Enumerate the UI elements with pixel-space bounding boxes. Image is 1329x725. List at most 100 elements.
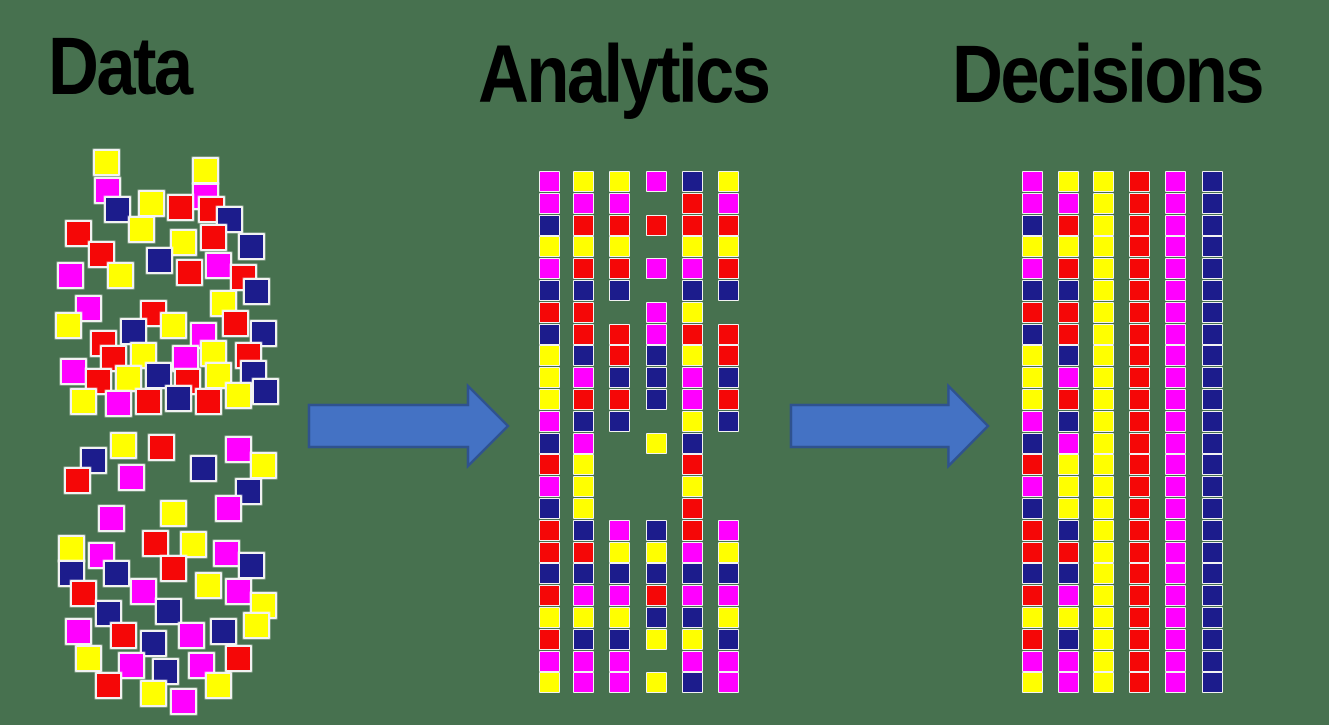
decisions-square bbox=[1022, 519, 1043, 541]
decisions-square bbox=[1093, 585, 1114, 607]
analytics-square bbox=[539, 454, 560, 476]
analytics-square bbox=[682, 345, 703, 367]
analytics-square bbox=[718, 280, 739, 301]
decisions-square bbox=[1022, 454, 1043, 476]
decisions-square bbox=[1129, 476, 1150, 498]
data-square bbox=[252, 378, 279, 405]
data-square bbox=[167, 194, 194, 221]
decisions-square bbox=[1093, 672, 1114, 694]
analytics-square bbox=[609, 607, 630, 628]
analytics-square bbox=[682, 476, 703, 498]
decisions-square bbox=[1093, 498, 1114, 519]
decisions-square bbox=[1058, 585, 1079, 607]
analytics-square bbox=[682, 367, 703, 389]
decisions-square bbox=[1165, 476, 1186, 498]
analytics-square bbox=[609, 367, 630, 389]
decisions-square bbox=[1022, 672, 1043, 694]
decisions-square bbox=[1129, 171, 1150, 192]
decisions-square bbox=[1022, 650, 1043, 672]
analytics-square bbox=[609, 214, 630, 236]
data-square bbox=[225, 645, 252, 672]
data-square bbox=[178, 622, 205, 649]
analytics-square bbox=[646, 628, 667, 650]
decisions-square bbox=[1202, 432, 1223, 454]
analytics-square bbox=[573, 672, 594, 694]
decisions-square bbox=[1129, 607, 1150, 628]
decisions-square bbox=[1058, 258, 1079, 280]
analytics-square bbox=[682, 389, 703, 410]
data-square bbox=[75, 645, 102, 672]
decisions-square bbox=[1058, 280, 1079, 301]
decisions-square bbox=[1058, 498, 1079, 519]
decisions-square bbox=[1202, 585, 1223, 607]
analytics-square bbox=[539, 192, 560, 214]
analytics-square bbox=[682, 585, 703, 607]
analytics-square bbox=[573, 432, 594, 454]
analytics-square bbox=[718, 236, 739, 258]
decisions-square bbox=[1093, 367, 1114, 389]
analytics-square bbox=[539, 519, 560, 541]
decisions-square bbox=[1093, 563, 1114, 585]
decisions-square bbox=[1202, 389, 1223, 410]
analytics-square bbox=[682, 541, 703, 563]
decisions-square bbox=[1129, 585, 1150, 607]
analytics-square bbox=[718, 171, 739, 192]
decisions-square bbox=[1058, 214, 1079, 236]
decisions-square bbox=[1058, 650, 1079, 672]
data-square bbox=[238, 233, 265, 260]
analytics-square bbox=[609, 258, 630, 280]
decisions-square bbox=[1129, 192, 1150, 214]
decisions-square bbox=[1093, 476, 1114, 498]
data-square bbox=[110, 622, 137, 649]
decisions-square bbox=[1165, 389, 1186, 410]
decisions-square bbox=[1202, 563, 1223, 585]
analytics-square bbox=[718, 519, 739, 541]
analytics-square bbox=[573, 171, 594, 192]
analytics-square bbox=[539, 476, 560, 498]
decisions-square bbox=[1058, 236, 1079, 258]
analytics-square bbox=[573, 519, 594, 541]
decisions-square bbox=[1093, 345, 1114, 367]
analytics-square bbox=[718, 258, 739, 280]
decisions-square bbox=[1129, 345, 1150, 367]
data-square bbox=[225, 382, 252, 409]
data-square bbox=[190, 455, 217, 482]
heading-data: Data bbox=[48, 21, 193, 112]
data-square bbox=[215, 495, 242, 522]
decisions-square bbox=[1093, 192, 1114, 214]
analytics-square bbox=[573, 367, 594, 389]
decisions-square bbox=[1093, 280, 1114, 301]
analytics-square bbox=[682, 301, 703, 323]
analytics-square bbox=[609, 389, 630, 410]
data-square bbox=[107, 262, 134, 289]
decisions-square bbox=[1022, 607, 1043, 628]
analytics-square bbox=[718, 345, 739, 367]
data-square bbox=[205, 672, 232, 699]
data-square bbox=[225, 436, 252, 463]
data-square bbox=[205, 252, 232, 279]
decisions-square bbox=[1058, 454, 1079, 476]
decisions-square bbox=[1058, 323, 1079, 345]
decisions-square bbox=[1093, 628, 1114, 650]
decisions-square bbox=[1165, 563, 1186, 585]
right-arrow-icon bbox=[307, 383, 510, 469]
decisions-square bbox=[1165, 345, 1186, 367]
decisions-square bbox=[1129, 672, 1150, 694]
decisions-square bbox=[1093, 236, 1114, 258]
decisions-square bbox=[1093, 519, 1114, 541]
decisions-square bbox=[1165, 323, 1186, 345]
decisions-square bbox=[1165, 236, 1186, 258]
decisions-square bbox=[1058, 607, 1079, 628]
analytics-square bbox=[609, 541, 630, 563]
decisions-square bbox=[1129, 389, 1150, 410]
analytics-square bbox=[718, 563, 739, 585]
decisions-square bbox=[1165, 628, 1186, 650]
decisions-square bbox=[1202, 672, 1223, 694]
decisions-square bbox=[1202, 171, 1223, 192]
data-square bbox=[243, 278, 270, 305]
data-square bbox=[104, 196, 131, 223]
decisions-square bbox=[1165, 214, 1186, 236]
decisions-square bbox=[1129, 323, 1150, 345]
